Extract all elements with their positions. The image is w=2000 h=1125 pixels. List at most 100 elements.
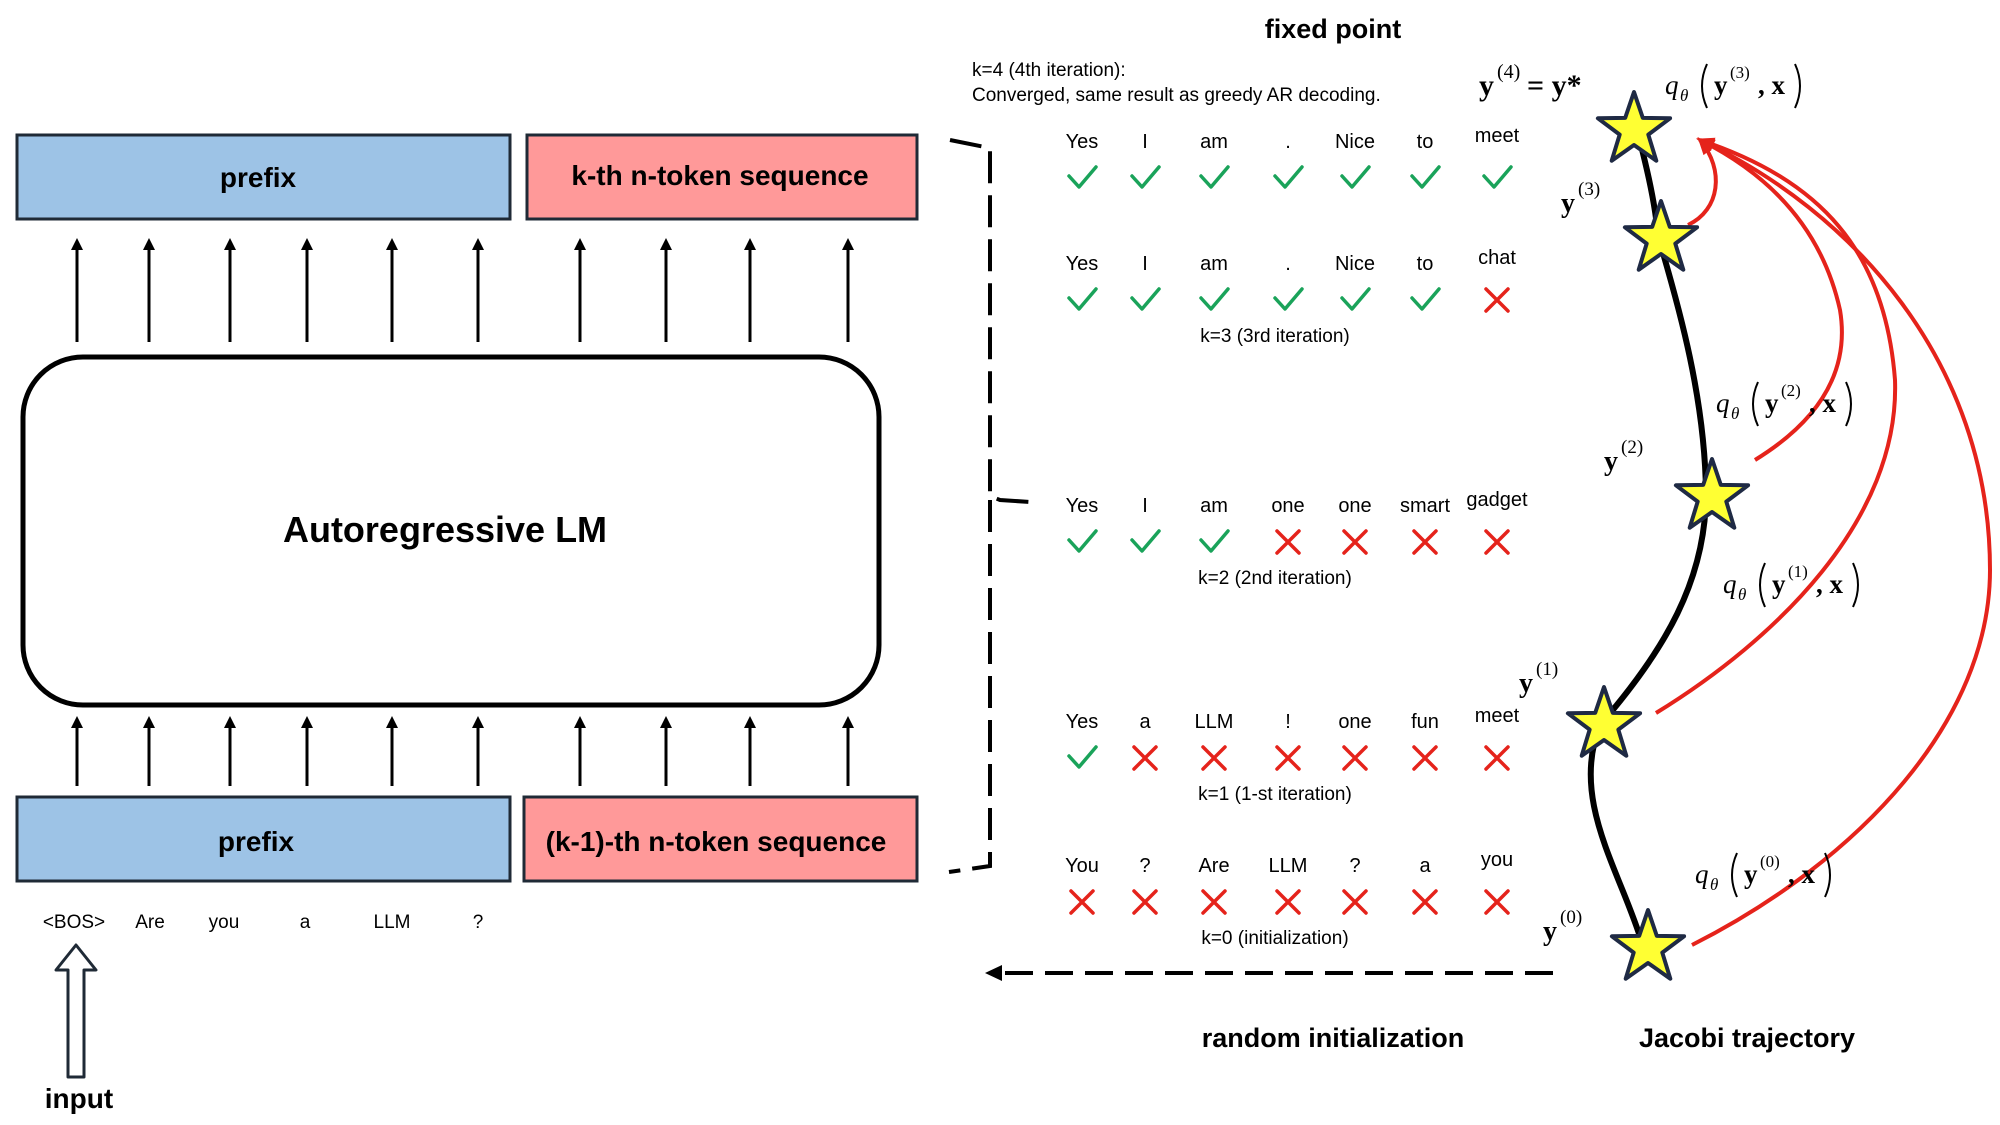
cross-mark-icon: [1484, 889, 1510, 915]
state-base: y: [1561, 188, 1575, 219]
q-sup: (3): [1730, 63, 1750, 82]
input-arrows: [71, 716, 854, 786]
cross-mark-icon: [1484, 745, 1510, 771]
iteration-caption: k=3 (3rd iteration): [1200, 326, 1349, 347]
check-mark-icon: [1410, 287, 1441, 311]
check-mark-icon: [1130, 287, 1161, 311]
star-icon: [1673, 457, 1751, 530]
q-sup: (0): [1760, 852, 1780, 871]
red-arrow: [1696, 138, 1844, 462]
cross-mark-icon: [1275, 529, 1301, 555]
q-arg: y: [1765, 388, 1779, 418]
q-base: q: [1723, 569, 1737, 599]
state-base: y: [1479, 69, 1494, 102]
check-mark-icon: [1273, 287, 1304, 311]
token-label: .: [1285, 253, 1291, 275]
check-mark-icon: [1067, 165, 1098, 189]
cross-mark-icon: [1342, 889, 1368, 915]
check-mark-icon: [1340, 165, 1371, 189]
input-token: you: [209, 912, 240, 933]
check-mark-icon: [1067, 745, 1098, 769]
iteration-caption: k=1 (1-st iteration): [1198, 784, 1352, 805]
top-sequence-box: [525, 133, 919, 221]
bottom-sequence-label: (k-1)-th n-token sequence: [546, 826, 887, 857]
token-label: a: [1139, 711, 1151, 733]
input-token-row: <BOS> Are you a LLM ?: [43, 912, 483, 933]
cross-mark-icon: [1275, 745, 1301, 771]
state-sup: (2): [1621, 437, 1643, 458]
token-label: meet: [1475, 125, 1520, 147]
cross-mark-icon: [1132, 889, 1158, 915]
token-label: to: [1417, 131, 1434, 153]
jacobi-trajectory-label: Jacobi trajectory: [1639, 1023, 1855, 1053]
state-label-y4: y (4) = y*: [1479, 61, 1582, 102]
cross-mark-icon: [1275, 889, 1301, 915]
token-label: am: [1200, 495, 1228, 517]
cross-mark-icon: [1412, 745, 1438, 771]
state-base: y: [1604, 446, 1618, 477]
state-label-y1: y (1): [1519, 659, 1558, 699]
trajectory-stars: [1565, 90, 1751, 981]
q-base: q: [1695, 859, 1709, 889]
cross-mark-icon: [1342, 529, 1368, 555]
token-label: I: [1142, 495, 1148, 517]
check-mark-icon: [1410, 165, 1441, 189]
token-label: you: [1481, 849, 1513, 871]
state-sup: (3): [1578, 179, 1600, 200]
token-label: Nice: [1335, 253, 1375, 275]
input-token: ?: [473, 912, 484, 933]
q-base: q: [1716, 388, 1730, 418]
cross-mark-icon: [1069, 889, 1095, 915]
cross-mark-icon: [1201, 745, 1227, 771]
check-mark-icon: [1199, 529, 1230, 553]
paren-left: [1701, 63, 1708, 109]
token-label: I: [1142, 131, 1148, 153]
bottom-prefix-box: [15, 795, 512, 883]
q-sub: θ: [1738, 585, 1746, 604]
token-label: LLM: [1269, 855, 1308, 877]
red-arrow: [1687, 136, 1718, 227]
cross-mark-icon: [1484, 287, 1510, 313]
bottom-prefix-label: prefix: [218, 826, 295, 857]
cross-mark-icon: [1484, 529, 1510, 555]
curly-brace-icon: [948, 138, 1031, 874]
model-label: Autoregressive LM: [283, 509, 607, 550]
paren-left: [1752, 381, 1759, 427]
output-arrows: [71, 238, 854, 342]
token-label: one: [1338, 711, 1371, 733]
paren-right: [1824, 852, 1831, 898]
token-label: gadget: [1466, 489, 1528, 511]
fixed-point-title: fixed point: [1265, 14, 1402, 44]
top-prefix-label: prefix: [220, 162, 297, 193]
token-label: meet: [1475, 705, 1520, 727]
cross-mark-icon: [1412, 889, 1438, 915]
check-mark-icon: [1340, 287, 1371, 311]
state-base: y: [1543, 916, 1557, 947]
input-token: Are: [135, 912, 165, 933]
token-label: Nice: [1335, 131, 1375, 153]
token-label: Yes: [1066, 131, 1099, 153]
q-arg: y: [1714, 70, 1728, 100]
cross-mark-icon: [1342, 745, 1368, 771]
token-label: ?: [1349, 855, 1360, 877]
paren-left: [1759, 562, 1766, 608]
iteration-caption: k=2 (2nd iteration): [1198, 568, 1352, 589]
state-label-y0: y (0): [1543, 907, 1582, 947]
token-label: one: [1271, 495, 1304, 517]
cross-mark-icon: [1201, 889, 1227, 915]
token-label: ?: [1139, 855, 1150, 877]
state-sup: (1): [1536, 659, 1558, 680]
token-label: to: [1417, 253, 1434, 275]
top-prefix-box: [15, 133, 512, 221]
top-sequence-label: k-th n-token sequence: [571, 160, 868, 191]
star-icon: [1609, 908, 1687, 981]
